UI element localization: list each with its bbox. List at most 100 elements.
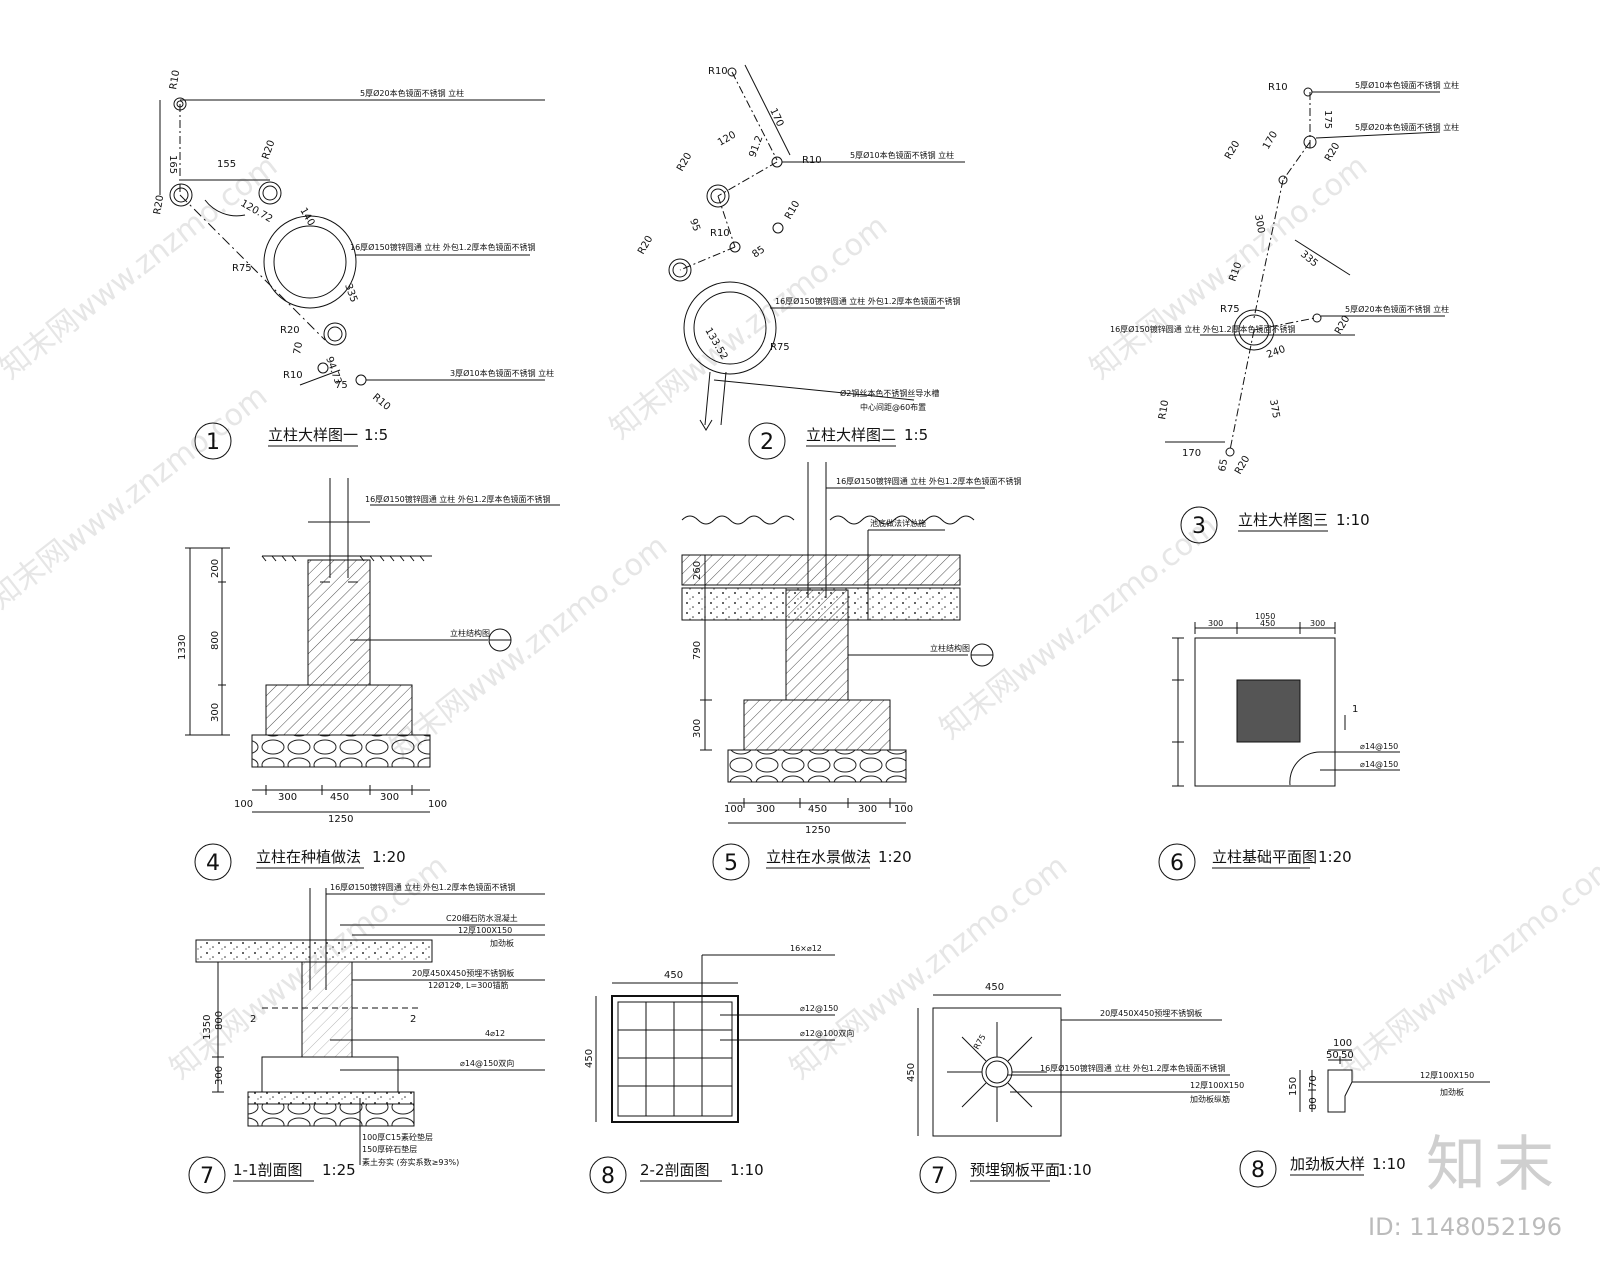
drawing-7-plate-labels: 20厚450X450预埋不锈钢板 16厚Ø150镀锌圆通 立柱 外包1.2厚本色… bbox=[906, 982, 1244, 1104]
title-block-5: 5 立柱在水景做法 1:20 bbox=[712, 843, 912, 881]
dim-label: 175 bbox=[1322, 110, 1333, 129]
asset-id: ID: 1148052196 bbox=[1368, 1213, 1562, 1241]
dim-label: 300 bbox=[210, 703, 221, 722]
dim-label: 260 bbox=[692, 561, 703, 580]
dim-label: 155 bbox=[217, 159, 236, 170]
note: 加劲板 bbox=[490, 938, 514, 948]
dim-label: 300 bbox=[1310, 619, 1325, 628]
drawing-title: 1-1剖面图 bbox=[233, 1161, 303, 1179]
dim-label: R10 bbox=[370, 392, 392, 413]
note: Ø2钢丝本色不锈钢丝导水槽 bbox=[840, 388, 939, 398]
dim-label: 300 bbox=[858, 804, 877, 815]
dim-label: 1250 bbox=[805, 825, 830, 836]
brand-watermark: 知末 ID: 1148052196 bbox=[1368, 1135, 1562, 1241]
title-block-2: 2 立柱大样图二 1:5 bbox=[748, 422, 928, 460]
drawing-6-labels: 1 ⌀14@150 ⌀14@150 1050 300 450 300 bbox=[1208, 612, 1398, 769]
dim-label: 300 bbox=[756, 804, 775, 815]
dim-label: 80 bbox=[1308, 1097, 1319, 1110]
note: ⌀14@150双向 bbox=[460, 1058, 514, 1068]
note: 中心间距@60布置 bbox=[860, 402, 926, 412]
watermark-text: 知末网www.znzmo.com bbox=[1333, 848, 1600, 1086]
section-mark: 1 bbox=[1352, 704, 1358, 715]
drawing-scale: 1:5 bbox=[364, 426, 388, 444]
note: 20厚450X450预埋不锈钢板 bbox=[412, 968, 514, 978]
dim-label: 300 bbox=[1252, 214, 1266, 235]
dim-label: R20 bbox=[152, 194, 166, 215]
note: 加劲板纵筋 bbox=[1190, 1094, 1230, 1104]
dim-label: 1350 bbox=[202, 1015, 213, 1040]
drawing-7-embedded-plate-plan bbox=[917, 994, 1230, 1137]
drawing-number: 7 bbox=[200, 1164, 214, 1189]
dim-label: 450 bbox=[985, 982, 1004, 993]
drawing-6-foundation-plan bbox=[1172, 622, 1400, 787]
dim-label: R75 bbox=[1220, 304, 1240, 315]
note: 20厚450X450预埋不锈钢板 bbox=[1100, 1008, 1202, 1018]
dim-label: R20 bbox=[1333, 314, 1352, 337]
note: 150厚碎石垫层 bbox=[362, 1144, 417, 1154]
note: 16厚Ø150镀锌圆通 立柱 外包1.2厚本色镜面不锈钢 bbox=[1110, 324, 1296, 334]
drawing-scale: 1:10 bbox=[1336, 511, 1370, 529]
dim-label: 150 bbox=[1288, 1077, 1299, 1096]
drawing-4-planting-section bbox=[185, 478, 560, 813]
note: 12厚100X150 bbox=[1190, 1081, 1244, 1090]
title-block-8a: 8 2-2剖面图 1:10 bbox=[589, 1156, 764, 1194]
dim-label: 100 bbox=[428, 799, 447, 810]
dim-label: 95 bbox=[687, 217, 702, 233]
dim-label: R20 bbox=[260, 139, 277, 161]
dim-label: 800 bbox=[210, 631, 221, 650]
drawing-number: 1 bbox=[206, 430, 220, 455]
drawing-scale: 1:20 bbox=[372, 848, 406, 866]
dim-label: 450 bbox=[584, 1049, 595, 1068]
drawing-scale: 1:10 bbox=[730, 1161, 764, 1179]
drawing-1-post-detail bbox=[159, 97, 545, 386]
dim-label: 300 bbox=[214, 1066, 225, 1085]
dim-label: 450 bbox=[330, 792, 349, 803]
dim-label: R10 bbox=[710, 228, 730, 239]
note: 加劲板 bbox=[1440, 1087, 1464, 1097]
note: 3厚Ø10本色镜面不锈钢 立柱 bbox=[450, 368, 554, 378]
dim-label: 800 bbox=[214, 1011, 225, 1030]
dim-label: 450 bbox=[664, 970, 683, 981]
dim-label: 450 bbox=[906, 1063, 917, 1082]
drawing-2-post-detail bbox=[668, 64, 965, 431]
dim-label: 300 bbox=[278, 792, 297, 803]
dim-label: 120 bbox=[716, 130, 738, 149]
drawing-7-section-labels: 16厚Ø150镀锌圆通 立柱 外包1.2厚本色镜面不锈钢 C20细石防水混凝土 … bbox=[202, 882, 518, 1167]
dim-label: 170 bbox=[1182, 448, 1201, 459]
dim-label: R10 bbox=[1268, 82, 1288, 93]
drawing-1-labels: 5厚Ø20本色镜面不锈钢 立柱 16厚Ø150镀锌圆通 立柱 外包1.2厚本色镜… bbox=[152, 69, 554, 413]
note: 4⌀12 bbox=[485, 1029, 505, 1038]
drawing-8-section-2-2 bbox=[595, 954, 835, 1123]
dim-label: 100 bbox=[724, 804, 743, 815]
note: 100厚C15素砼垫层 bbox=[362, 1132, 433, 1142]
title-block-7b: 7 预埋钢板平面 1:10 bbox=[919, 1156, 1092, 1194]
drawing-title: 立柱大样图三 bbox=[1238, 511, 1328, 529]
drawing-scale: 1:25 bbox=[322, 1161, 356, 1179]
title-block-4: 4 立柱在种植做法 1:20 bbox=[194, 843, 406, 881]
drawing-number: 2 bbox=[760, 430, 774, 455]
drawing-scale: 1:20 bbox=[878, 848, 912, 866]
note: 立柱结构图 bbox=[450, 628, 490, 638]
note: ⌀14@150 bbox=[1360, 742, 1398, 751]
drawing-title: 立柱在种植做法 bbox=[256, 848, 361, 866]
dim-label: R75 bbox=[770, 342, 790, 353]
note: 12厚100X150 bbox=[1420, 1071, 1474, 1080]
drawing-title: 立柱大样图二 bbox=[806, 426, 896, 444]
drawing-number: 7 bbox=[931, 1164, 945, 1189]
watermark-text: 知末网www.znzmo.com bbox=[933, 508, 1224, 746]
dim-label: 335 bbox=[342, 282, 359, 304]
drawing-3-post-detail bbox=[1165, 87, 1445, 457]
brand-logo: 知末 bbox=[1426, 1130, 1562, 1200]
dim-label: R20 bbox=[636, 234, 655, 257]
note: 5厚Ø20本色镜面不锈钢 立柱 bbox=[1345, 304, 1449, 314]
note: 12Ø12Φ, L=300锚筋 bbox=[428, 980, 508, 990]
note: 16厚Ø150镀锌圆通 立柱 外包1.2厚本色镜面不锈钢 bbox=[350, 242, 536, 252]
title-block-1: 1 立柱大样图一 1:5 bbox=[194, 422, 388, 460]
watermark-text: 知末网www.znzmo.com bbox=[0, 378, 274, 616]
drawing-number: 5 bbox=[724, 851, 738, 876]
dim-label: 91.2 bbox=[747, 134, 765, 159]
drawing-7-section-1-1 bbox=[195, 888, 545, 1165]
dim-label: R20 bbox=[280, 325, 300, 336]
drawing-title: 立柱基础平面图 bbox=[1212, 848, 1317, 866]
watermark-text: 知末网www.znzmo.com bbox=[783, 848, 1074, 1086]
